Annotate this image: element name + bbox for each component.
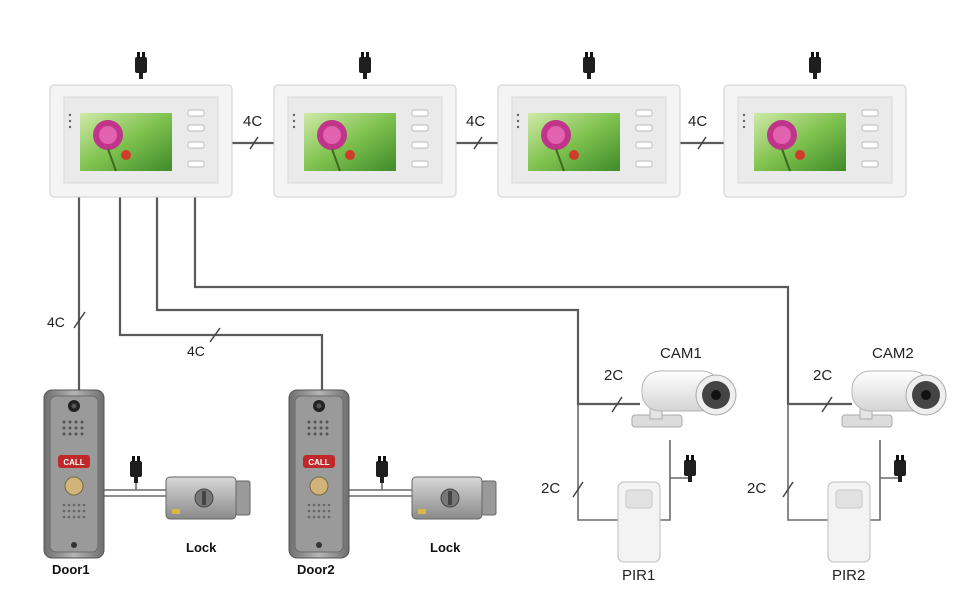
pir1: [617, 481, 661, 563]
monitor-link-1-label: 4C: [243, 113, 262, 130]
pir1-label: PIR1: [622, 567, 655, 584]
monitor-2: [273, 52, 457, 198]
lock1: [130, 456, 251, 520]
call-button: [58, 455, 90, 468]
monitor-screen: [80, 113, 172, 171]
cam1-wire-label: 2C: [604, 367, 623, 384]
power-adapter-icon: [376, 456, 388, 483]
door2-label: Door2: [297, 562, 335, 577]
monitor-4: [723, 52, 907, 198]
pir1-wire-label: 2C: [541, 480, 560, 497]
power-adapter-icon: [135, 52, 147, 79]
door1-panel: CALL: [43, 389, 105, 559]
lock2: [376, 456, 497, 520]
call-button: [303, 455, 335, 468]
monitor-1: [49, 52, 233, 198]
wire-labels: 4C 4C 4C 4C 4C 2C 2C 2C 2C: [47, 113, 832, 497]
pir-lens-icon: [835, 489, 863, 509]
monitor-screen: [528, 113, 620, 171]
power-adapter-icon: [130, 456, 142, 483]
cam1-label: CAM1: [660, 345, 702, 362]
call-button-label: CALL: [63, 458, 84, 467]
call-button-label: CALL: [308, 458, 329, 467]
door1-wire-label: 4C: [47, 314, 65, 330]
pir2-label: PIR2: [832, 567, 865, 584]
door2-panel: CALL: [288, 389, 350, 559]
lock1-label: Lock: [186, 540, 217, 555]
cam2-wire-label: 2C: [813, 367, 832, 384]
wiring: [73, 136, 900, 521]
cam2-label: CAM2: [872, 345, 914, 362]
power-adapter-icon: [809, 52, 821, 79]
lock2-label: Lock: [430, 540, 461, 555]
monitor-3: [497, 52, 681, 198]
power-adapter-icon: [359, 52, 371, 79]
cam1: [631, 370, 737, 428]
door-button-icon: [309, 476, 329, 496]
door-button-icon: [64, 476, 84, 496]
power-adapter-icon: [583, 52, 595, 79]
door1-label: Door1: [52, 562, 90, 577]
monitor-link-3-label: 4C: [688, 113, 707, 130]
device-labels: CAM1 CAM2 PIR1 PIR2 Door1 Door2 Lock Loc…: [52, 345, 914, 584]
door2-wire-label: 4C: [187, 343, 205, 359]
pir2-wire-label: 2C: [747, 480, 766, 497]
pir-lens-icon: [625, 489, 653, 509]
monitor-link-2-label: 4C: [466, 113, 485, 130]
monitor-screen: [304, 113, 396, 171]
cam2: [841, 370, 947, 428]
monitor-screen: [754, 113, 846, 171]
pir2: [827, 481, 871, 563]
